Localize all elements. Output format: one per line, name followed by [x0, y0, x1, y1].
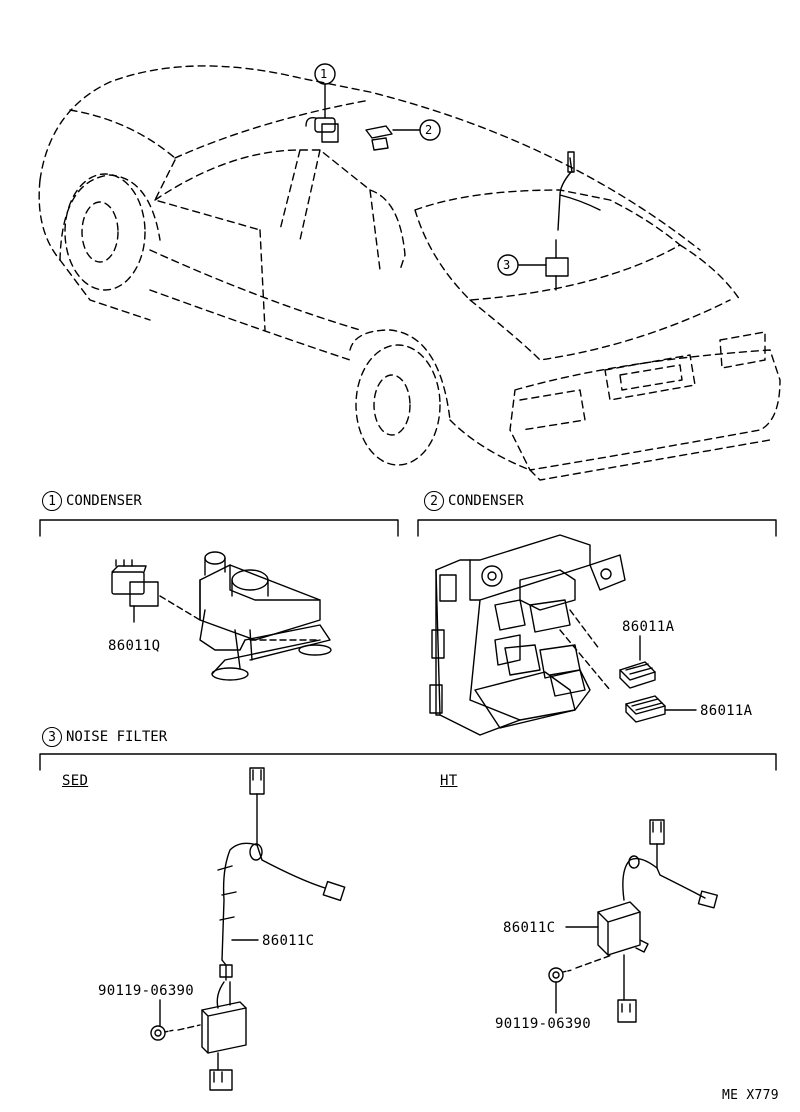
car-part-3 [545, 151, 601, 291]
section-2-header: 2 CONDENSER [424, 491, 524, 511]
ignition-coil [199, 551, 332, 681]
sed-harness [216, 842, 346, 1009]
condenser-86011A-1 [619, 661, 656, 689]
junction-block [429, 534, 626, 736]
ht-noise-filter [597, 901, 649, 1023]
part-label-86011A-1: 86011A [622, 619, 675, 635]
car-part-2 [365, 125, 393, 151]
figure-code: ME X779 [722, 1088, 779, 1103]
condenser-86011Q [111, 559, 159, 623]
car-outline [38, 65, 781, 481]
part-label-86011C-ht: 86011C [503, 920, 556, 936]
section-1-title: CONDENSER [66, 493, 142, 509]
part-label-86011Q: 86011Q [108, 638, 161, 654]
ht-harness [622, 855, 718, 909]
variant-label-sed: SED [62, 773, 89, 789]
section1-bracket [39, 519, 399, 537]
part-label-90119-sed: 90119-06390 [98, 983, 195, 999]
condenser-86011A-2 [625, 695, 666, 723]
section-3-number: 3 [42, 727, 62, 747]
part-label-86011C-sed: 86011C [262, 933, 315, 949]
callout-2: 2 [425, 123, 433, 137]
variant-label-ht: HT [440, 773, 458, 789]
section-1-number: 1 [42, 491, 62, 511]
car-part-1 [305, 116, 339, 143]
part-label-90119-ht: 90119-06390 [495, 1016, 592, 1032]
section2-bracket [417, 519, 777, 537]
sed-bolt [150, 1024, 201, 1041]
part-label-86011A-2: 86011A [700, 703, 753, 719]
section-3-header: 3 NOISE FILTER [42, 727, 167, 747]
section-2-number: 2 [424, 491, 444, 511]
callout-1: 1 [320, 67, 328, 81]
sed-noise-filter [201, 1001, 247, 1091]
section-2-title: CONDENSER [448, 493, 524, 509]
callout-3: 3 [503, 258, 511, 272]
sed-connector-top [249, 767, 265, 846]
ht-bolt [548, 954, 613, 983]
section-3-title: NOISE FILTER [66, 729, 168, 745]
section-1-header: 1 CONDENSER [42, 491, 142, 511]
ht-connector-top [649, 819, 665, 869]
section3-bracket [39, 753, 777, 771]
